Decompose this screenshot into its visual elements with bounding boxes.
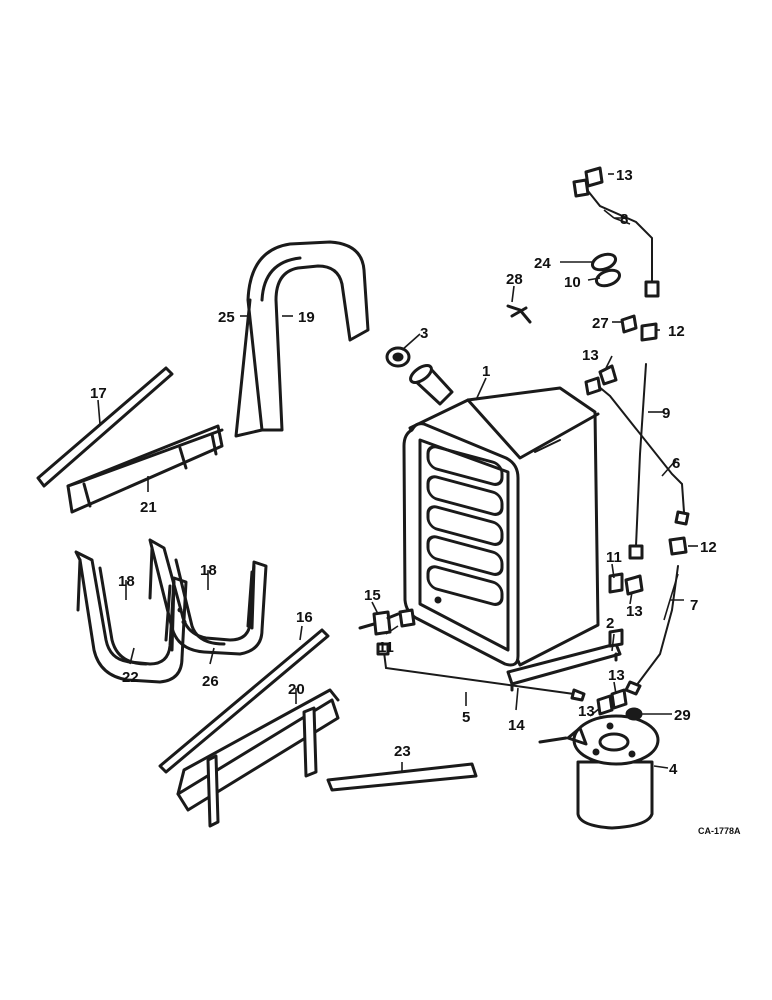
callout-10: 10 <box>564 274 581 291</box>
brace-strap-17 <box>36 366 174 488</box>
callout-14: 14 <box>508 717 525 734</box>
callout-12a: 12 <box>668 323 685 340</box>
callout-26: 26 <box>202 673 219 690</box>
callout-13a: 13 <box>616 167 633 184</box>
callout-5: 5 <box>462 709 470 726</box>
callout-18b: 18 <box>200 562 217 579</box>
callout-16: 16 <box>296 609 313 626</box>
callout-21: 21 <box>140 499 157 516</box>
callout-17: 17 <box>90 385 107 402</box>
brace-strap-16 <box>158 628 330 774</box>
callout-24: 24 <box>534 255 551 272</box>
leader-lines <box>97 173 698 772</box>
callout-9: 9 <box>662 405 670 422</box>
callout-13d: 13 <box>578 703 595 720</box>
callout-1: 1 <box>482 363 490 380</box>
callout-labels: 1 2 3 4 5 6 7 8 9 10 11 11 12 12 13 13 1… <box>90 167 717 778</box>
support-bracket-20 <box>176 688 340 828</box>
callout-8: 8 <box>620 211 628 228</box>
callout-3: 3 <box>420 325 428 342</box>
filler-cap <box>385 346 411 368</box>
drawing-code: CA-1778A <box>698 826 741 836</box>
fuel-tank <box>402 364 600 667</box>
callout-15: 15 <box>364 587 381 604</box>
callout-23: 23 <box>394 743 411 760</box>
callout-29: 29 <box>674 707 691 724</box>
fuel-filter-4 <box>538 714 660 830</box>
fuel-lines <box>383 185 690 702</box>
angle-bracket-21 <box>66 424 224 514</box>
callout-13c: 13 <box>626 603 643 620</box>
callout-20: 20 <box>288 681 305 698</box>
callout-12b: 12 <box>700 539 717 556</box>
callout-4: 4 <box>669 761 678 778</box>
fittings <box>358 166 688 721</box>
callout-27: 27 <box>592 315 609 332</box>
tank-strap <box>234 240 370 438</box>
u-bracket-18 <box>98 558 254 666</box>
callout-11b: 11 <box>378 639 394 656</box>
callout-6: 6 <box>672 455 680 472</box>
callout-19: 19 <box>298 309 315 326</box>
callout-13e: 13 <box>608 667 625 684</box>
callout-22: 22 <box>122 669 139 686</box>
callout-11a: 11 <box>606 549 622 566</box>
callout-18a: 18 <box>118 573 135 590</box>
callout-2: 2 <box>606 615 614 632</box>
callout-13b: 13 <box>582 347 599 364</box>
flat-bar-23 <box>326 762 478 792</box>
callout-28: 28 <box>506 271 523 288</box>
callout-7: 7 <box>690 597 698 614</box>
callout-25: 25 <box>218 309 235 326</box>
